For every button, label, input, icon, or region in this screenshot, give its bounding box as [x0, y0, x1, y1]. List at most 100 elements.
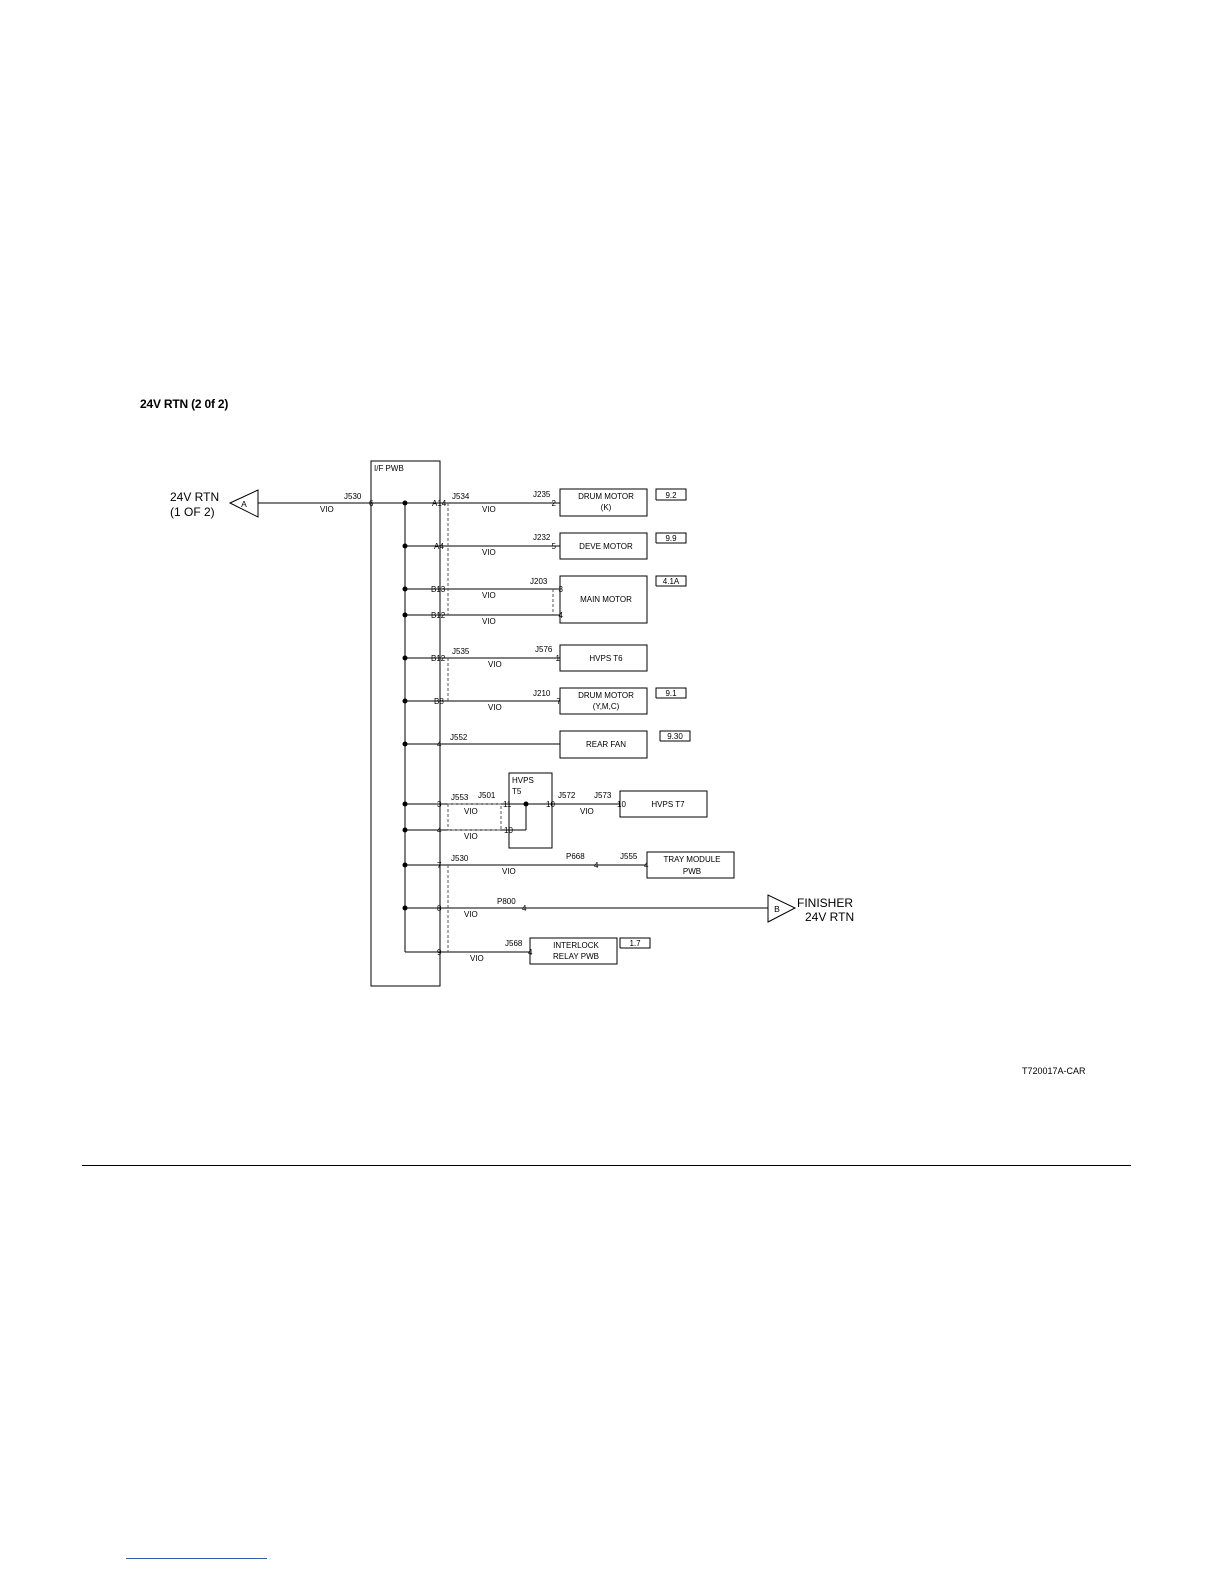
j203-label: J203: [530, 577, 548, 586]
hvps-t5-label-2: T5: [512, 787, 522, 796]
offpage-b-label-1: FINISHER: [797, 896, 853, 910]
main-motor-box: [559, 575, 648, 624]
offpage-b-symbol: B: [774, 904, 780, 914]
j568-pin: 4: [528, 948, 533, 957]
vio-tray: VIO: [502, 867, 516, 876]
vio-deve: VIO: [482, 548, 496, 557]
pin-b13: B13: [431, 585, 446, 594]
footer-link-underline[interactable]: [126, 1558, 267, 1559]
j530-in-pin: 6: [369, 499, 374, 508]
deve-motor-box: [559, 532, 648, 560]
j501-label: J501: [478, 791, 496, 800]
j203-pin-3: 3: [559, 585, 564, 594]
hvps-t6-box: [559, 644, 648, 672]
ref-1-7: 1.7: [629, 939, 641, 948]
j530-in-conn: J530: [344, 492, 362, 501]
pin-8: 8: [437, 904, 442, 913]
j553-housing: [447, 803, 502, 831]
if-pwb-board: [370, 460, 441, 987]
drum-motor-ymc-label-1: DRUM MOTOR: [578, 691, 634, 700]
t5-out-pin: 10: [546, 800, 555, 809]
pin-a4: A4: [434, 542, 444, 551]
ref-9-30: 9.30: [667, 732, 683, 741]
p800-label: P800: [497, 897, 516, 906]
j535-label: J535: [452, 647, 470, 656]
hvps-t6-label: HVPS T6: [589, 654, 623, 663]
if-pwb-label: I/F PWB: [374, 464, 404, 473]
interlock-relay-pwb-box: [529, 937, 618, 965]
p668-label: P668: [566, 852, 585, 861]
rear-fan-label: REAR FAN: [586, 740, 626, 749]
ref-flag-9-2: [655, 488, 687, 501]
ref-9-1: 9.1: [665, 689, 677, 698]
ref-flag-4-1a: [655, 575, 687, 587]
pin-4-fan: 4: [437, 740, 442, 749]
j210-label: J210: [533, 689, 551, 698]
j235-pin: 2: [552, 499, 557, 508]
pin-4-t5: 4: [437, 826, 442, 835]
p668-pin: 4: [594, 861, 599, 870]
j530-out-label: J530: [451, 854, 469, 863]
p800-pin: 4: [522, 904, 527, 913]
vio-t7: VIO: [580, 807, 594, 816]
j555-label: J555: [620, 852, 638, 861]
j232-pin: 5: [552, 542, 557, 551]
interlock-label-2: RELAY PWB: [553, 952, 599, 961]
j576-label: J576: [535, 645, 553, 654]
drum-motor-k-label-2: (K): [601, 503, 612, 512]
j573-label: J573: [594, 791, 612, 800]
tray-module-label-2: PWB: [683, 867, 701, 876]
ref-flag-9-30: [659, 730, 691, 742]
ref-4-1a: 4.1A: [663, 577, 680, 586]
vio-main-3: VIO: [482, 591, 496, 600]
offpage-b-label-2: 24V RTN: [805, 910, 854, 924]
ref-flag-9-1: [655, 687, 687, 699]
vio-in: VIO: [320, 505, 334, 514]
j573-pin: 10: [617, 800, 626, 809]
pin-b8: B8: [434, 697, 444, 706]
offpage-a-label-1: 24V RTN: [170, 490, 219, 504]
tray-module-pwb-box: [646, 851, 735, 879]
pin-9: 9: [437, 948, 442, 957]
vio-hvps-t6: VIO: [488, 660, 502, 669]
vio-interlock: VIO: [470, 954, 484, 963]
ref-9-9: 9.9: [665, 534, 677, 543]
drawing-reference-code: T720017A-CAR: [1022, 1066, 1086, 1076]
offpage-a-label-2: (1 OF 2): [170, 505, 215, 519]
t5-pin-11: 11: [503, 800, 512, 809]
offpage-connector-b: [767, 894, 797, 923]
drum-motor-ymc-label-2: (Y,M,C): [593, 702, 620, 711]
rear-fan-box: [559, 730, 648, 759]
hvps-t7-label: HVPS T7: [651, 800, 685, 809]
hvps-t7-box: [619, 790, 708, 818]
pin-a14: A14: [432, 499, 447, 508]
t5-pin-10: 10: [504, 826, 513, 835]
vio-main-4: VIO: [482, 617, 496, 626]
pin-b12-b: B12: [431, 654, 446, 663]
pin-b12-a: B12: [431, 611, 446, 620]
drum-motor-ymc-box: [559, 687, 648, 715]
ref-9-2: 9.2: [665, 491, 677, 500]
j534-label: J534: [452, 492, 470, 501]
j553-label: J553: [451, 793, 469, 802]
main-motor-label: MAIN MOTOR: [580, 595, 632, 604]
deve-motor-label: DEVE MOTOR: [579, 542, 633, 551]
offpage-a-symbol: A: [241, 499, 247, 509]
vio-t5-10: VIO: [464, 832, 478, 841]
tray-module-label-1: TRAY MODULE: [663, 855, 720, 864]
j203-pin-4: 4: [559, 611, 564, 620]
j555-pin: 4: [644, 861, 649, 870]
pin-7: 7: [437, 861, 442, 870]
page-divider: [82, 1165, 1131, 1166]
vio-finisher: VIO: [464, 910, 478, 919]
interlock-label-1: INTERLOCK: [553, 941, 599, 950]
vio-t5-11: VIO: [464, 807, 478, 816]
j232-label: J232: [533, 533, 551, 542]
j572-label: J572: [558, 791, 576, 800]
vio-drum-ymc: VIO: [488, 703, 502, 712]
pin-3: 3: [437, 800, 442, 809]
vio-drum-k: VIO: [482, 505, 496, 514]
j552-label: J552: [450, 733, 468, 742]
j576-pin: 1: [556, 654, 561, 663]
